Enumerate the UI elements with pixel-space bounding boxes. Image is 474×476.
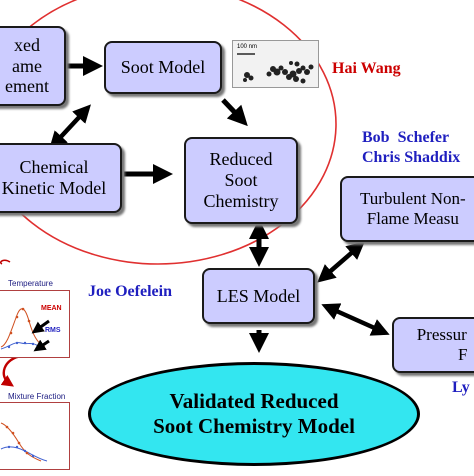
bob-schefer-label: Bob Schefer (362, 129, 450, 146)
pressure-line-1: Pressur (416, 325, 467, 345)
reduced-soot-line-3: Chemistry (203, 190, 279, 211)
ly-label: Ly (452, 379, 470, 396)
reduced-soot-line-2: Soot (224, 170, 258, 191)
pressure-line-2: F (458, 345, 468, 364)
mixed-flame-box: xed ame ement (0, 26, 66, 106)
red-arrow-mid (0, 354, 23, 387)
arrow-soot-to-reduced (221, 98, 248, 127)
pressure-flame-box: Pressur F (392, 317, 474, 373)
rms-label: RMS (45, 327, 61, 334)
soot-micrograph: 100 nm (232, 40, 319, 88)
arrow-soot-to-chemical (82, 102, 107, 127)
final-line-1: Validated Reduced (169, 388, 339, 413)
les-model-label: LES Model (216, 285, 301, 306)
soot-particles-image (237, 53, 314, 84)
soot-model-box: Soot Model (104, 41, 222, 94)
chemical-kinetic-line-2: Kinetic Model (1, 178, 107, 198)
temperature-plot-title: Temperature (8, 279, 53, 288)
mixed-flame-line-3: ement (5, 76, 49, 97)
temperature-plot: MEAN RMS (0, 290, 70, 358)
mixture-fraction-plot (0, 402, 70, 470)
soot-model-label: Soot Model (120, 57, 206, 78)
reduced-soot-line-1: Reduced (209, 149, 273, 170)
arrow-chemical-to-soot (64, 96, 109, 141)
temperature-plot-graphic (0, 307, 50, 352)
turbulent-line-1: Turbulent Non- (360, 189, 466, 209)
arrow-les-pressure (321, 303, 390, 336)
mixed-flame-line-1: xed (13, 34, 40, 55)
validated-model-ellipse: Validated Reduced Soot Chemistry Model (88, 362, 420, 466)
final-line-2: Soot Chemistry Model (153, 414, 355, 438)
turbulent-line-2: Flame Measu (366, 209, 459, 228)
mixture-plot-graphic (0, 422, 48, 462)
arrow-les-turbulent (317, 241, 365, 283)
micrograph-scale-label: 100 nm (237, 44, 258, 50)
chemical-kinetic-line-1: Chemical (19, 157, 89, 178)
joe-oefelein-label: Joe Oefelein (88, 283, 172, 300)
mixture-plot-title: Mixture Fraction (8, 392, 66, 401)
mean-label: MEAN (41, 305, 62, 312)
hai-wang-label: Hai Wang (332, 60, 401, 77)
les-model-box: LES Model (202, 268, 315, 324)
hai-wang-scope-ellipse (0, 0, 337, 265)
chemical-kinetic-model-box: Chemical Kinetic Model (0, 143, 122, 213)
reduced-soot-chemistry-box: Reduced Soot Chemistry (184, 137, 298, 224)
arrow-chemical-to-mixed (49, 104, 91, 150)
turbulent-flame-measurements-box: Turbulent Non- Flame Measu (340, 176, 474, 242)
red-arrow-top (0, 259, 11, 265)
chris-shaddix-label: Chris Shaddix (362, 149, 461, 166)
mixed-flame-line-2: ame (12, 55, 42, 76)
